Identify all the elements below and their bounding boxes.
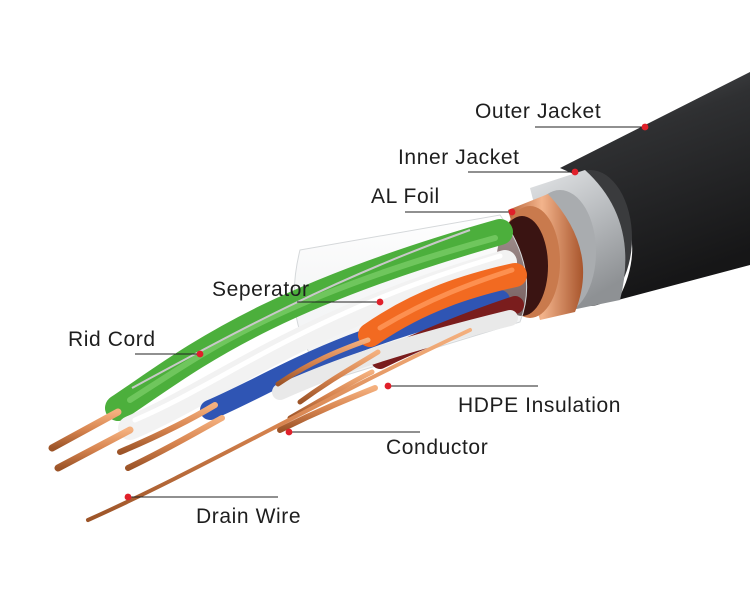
label-rid-cord: Rid Cord	[68, 328, 156, 351]
marker-dots	[124, 123, 649, 501]
label-hdpe-insulation: HDPE Insulation	[458, 394, 621, 417]
marker-al-foil	[508, 208, 516, 216]
marker-outer-jacket	[641, 123, 649, 131]
component-labels: Outer Jacket Inner Jacket AL Foil Sepera…	[68, 100, 621, 528]
label-al-foil: AL Foil	[371, 185, 440, 208]
label-conductor: Conductor	[386, 436, 488, 459]
leader-lines	[128, 126, 645, 498]
label-separator: Seperator	[212, 278, 310, 301]
marker-separator	[376, 298, 384, 306]
label-inner-jacket: Inner Jacket	[398, 146, 520, 169]
label-outer-jacket: Outer Jacket	[475, 100, 601, 123]
marker-rid-cord	[196, 350, 204, 358]
marker-drain-wire	[124, 493, 132, 501]
marker-conductor	[285, 428, 293, 436]
label-drain-wire: Drain Wire	[196, 505, 301, 528]
marker-inner-jacket	[571, 168, 579, 176]
marker-hdpe-insulation	[384, 382, 392, 390]
copper-conductors-illustration	[48, 328, 472, 522]
